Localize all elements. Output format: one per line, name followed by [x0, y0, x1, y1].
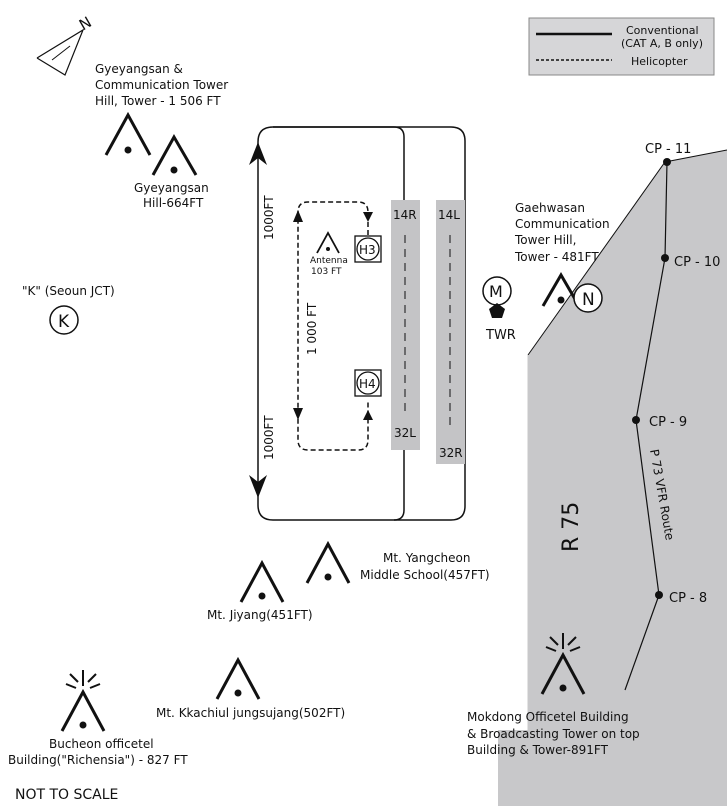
- helipad-h4-label: H4: [359, 377, 376, 391]
- runway-14r-32l: 14R 32L: [391, 200, 420, 450]
- obstacle-mokdong-lighted-icon: [540, 633, 586, 695]
- obstacle-gyeyangsan-hill-icon: [151, 133, 198, 176]
- seoun-jct-symbol: K: [58, 312, 70, 332]
- conventional-circuit-inner: [257, 126, 405, 521]
- checkpoint-cp11-dot: [663, 158, 671, 166]
- checkpoint-cp9-dot: [632, 416, 640, 424]
- gyeyangsan-hill-label-1: Gyeyangsan: [134, 181, 209, 195]
- tower-label: TWR: [485, 328, 516, 343]
- north-arrow-icon: N: [36, 13, 95, 76]
- obstacle-yangcheon-icon: [305, 540, 351, 584]
- checkpoint-cp8-dot: [655, 591, 663, 599]
- distance-lower-label: 1000FT: [262, 415, 276, 460]
- distance-upper-label: 1000FT: [262, 195, 276, 240]
- obstacle-kkachiul-icon: [215, 656, 261, 700]
- mokdong-label-3: Building & Tower-891FT: [467, 743, 609, 757]
- gyeyangsan-hill-label-2: Hill-664FT: [143, 196, 204, 210]
- obstacle-gaehwasan-icon: [541, 272, 581, 307]
- antenna-icon: [316, 231, 340, 254]
- gyeyangsan-tower-label-1: Gyeyangsan &: [95, 62, 183, 76]
- runway-32r-label: 32R: [439, 446, 463, 460]
- checkpoint-cp10-dot: [661, 254, 669, 262]
- gyeyangsan-tower-label-3: Hill, Tower - 1 506 FT: [95, 94, 221, 108]
- antenna-label-1: Antenna: [310, 256, 348, 266]
- gaehwasan-label-3: Tower Hill,: [514, 233, 576, 247]
- mokdong-label-1: Mokdong Officetel Building: [467, 710, 629, 724]
- heli-arrow-down-icon: [293, 408, 303, 420]
- arrow-down-icon: [249, 475, 267, 498]
- checkpoint-cp8-label: CP - 8: [669, 591, 707, 606]
- obstacle-jiyang-icon: [239, 559, 285, 603]
- heli-arrow-right-icon: [363, 212, 373, 222]
- runway-14l-label: 14L: [438, 208, 460, 222]
- distance-heli-label: 1 000 FT: [305, 302, 319, 355]
- seoun-jct-label: "K" (Seoun JCT): [22, 284, 115, 298]
- jiyang-label: Mt. Jiyang(451FT): [207, 608, 313, 622]
- legend-conventional-note: (CAT A, B only): [621, 37, 703, 50]
- gyeyangsan-tower-label-2: Communication Tower: [95, 78, 228, 92]
- gaehwasan-label-2: Communication: [515, 217, 610, 231]
- legend: Conventional (CAT A, B only) Helicopter: [528, 17, 715, 76]
- obstacle-bucheon-lighted-icon: [60, 670, 106, 732]
- tower-symbol: M: [489, 282, 503, 301]
- legend-conventional: Conventional: [626, 24, 699, 37]
- yangcheon-label-2: Middle School(457FT): [360, 568, 490, 582]
- bucheon-label-1: Bucheon officetel: [49, 737, 154, 751]
- runway-14r-label: 14R: [393, 208, 417, 222]
- legend-helicopter: Helicopter: [631, 55, 688, 68]
- helipad-h3-label: H3: [359, 243, 376, 257]
- north-label: N: [76, 13, 95, 34]
- arrow-up-icon: [249, 142, 267, 165]
- runway-32l-label: 32L: [394, 426, 416, 440]
- kkachiul-label: Mt. Kkachiul jungsujang(502FT): [156, 706, 345, 720]
- heli-arrow-left-icon: [363, 410, 373, 420]
- not-to-scale-label: NOT TO SCALE: [15, 787, 118, 803]
- checkpoint-cp11-label: CP - 11: [645, 142, 691, 157]
- gaehwasan-marker-icon: N: [573, 283, 603, 313]
- tower-icon: M: [482, 276, 512, 318]
- runway-14l-32r: 14L 32R: [436, 200, 465, 464]
- checkpoint-cp9-label: CP - 9: [649, 415, 687, 430]
- helipad-h4: H4: [354, 369, 382, 397]
- yangcheon-label-1: Mt. Yangcheon: [383, 551, 470, 565]
- antenna-label-2: 103 FT: [311, 267, 342, 277]
- gaehwasan-label-1: Gaehwasan: [515, 201, 585, 215]
- gaehwasan-symbol: N: [582, 290, 595, 310]
- seoun-jct-marker-icon: K: [49, 305, 79, 335]
- heli-arrow-up-icon: [293, 210, 303, 222]
- mokdong-label-2: & Broadcasting Tower on top: [467, 727, 640, 741]
- checkpoint-cp10-label: CP - 10: [674, 255, 720, 270]
- obstacle-gyeyangsan-tower-icon: [104, 111, 152, 156]
- helipad-h3: H3: [354, 235, 382, 263]
- helicopter-circuit: [297, 201, 369, 451]
- gaehwasan-label-4: Tower - 481FT: [514, 250, 599, 264]
- restricted-area-label: R 75: [559, 502, 584, 552]
- restricted-area-r75: [498, 150, 727, 806]
- bucheon-label-2: Building("Richensia") - 827 FT: [8, 753, 188, 767]
